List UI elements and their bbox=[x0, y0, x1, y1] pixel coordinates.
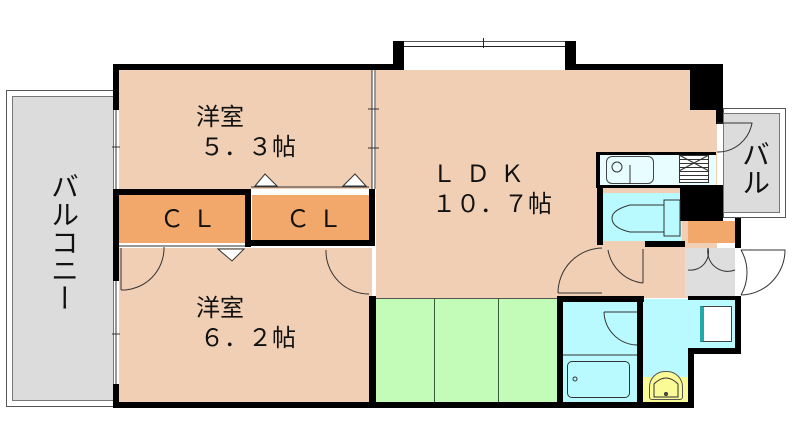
wall-toilet-bottom bbox=[645, 241, 685, 247]
balcony-small-floor bbox=[723, 113, 780, 213]
bay-window-sill-line bbox=[403, 46, 565, 47]
western-room-2-name: 洋室 bbox=[196, 294, 244, 322]
wall-toilet-left bbox=[597, 185, 603, 245]
wall-top-left bbox=[113, 64, 403, 70]
ldk-lower bbox=[376, 246, 602, 298]
wall-wash-top bbox=[688, 296, 741, 300]
washing-machine-icon bbox=[700, 306, 732, 342]
kitchen-stove-icon bbox=[679, 155, 709, 183]
closet-marker-3 bbox=[216, 248, 246, 262]
western-room-1-size: ５．３帖 bbox=[200, 133, 296, 161]
wall-left-middle bbox=[113, 189, 119, 281]
ldk-name: ＬＤＫ bbox=[432, 160, 534, 188]
wall-closet-divider bbox=[245, 189, 251, 247]
bay-window bbox=[393, 41, 575, 65]
wall-bath-top bbox=[557, 296, 644, 302]
wall-top-right bbox=[565, 64, 723, 70]
closet-2-label: ＣＬ bbox=[286, 205, 350, 233]
wall-shoe-right bbox=[735, 218, 741, 248]
toilet-room bbox=[602, 193, 682, 241]
wall-bottom bbox=[113, 402, 689, 408]
closet-marker-1 bbox=[253, 173, 279, 187]
balcony-small-label: バル bbox=[738, 140, 771, 196]
wall-bay-left-pillar bbox=[393, 41, 404, 70]
ldk-size: １０．７帖 bbox=[432, 190, 552, 218]
wall-wash-step bbox=[688, 348, 741, 354]
western-room-2-size: ６．２帖 bbox=[200, 324, 296, 352]
closet-1 bbox=[119, 195, 245, 243]
wall-closet-top bbox=[113, 189, 247, 195]
tatami-divider-1 bbox=[434, 298, 435, 402]
wall-room-divider bbox=[369, 189, 375, 246]
tatami-divider-2 bbox=[498, 298, 499, 402]
wall-bath-wash-divider bbox=[637, 296, 643, 408]
closet-1-label: ＣＬ bbox=[160, 205, 224, 233]
bathtub-icon bbox=[567, 361, 630, 398]
wall-kitchen-right bbox=[680, 185, 723, 221]
closet-2 bbox=[252, 195, 369, 240]
balcony-main-floor bbox=[12, 96, 114, 401]
wall-left-upper bbox=[113, 64, 119, 110]
western-room-1-name: 洋室 bbox=[196, 103, 244, 131]
wall-wash-right bbox=[735, 296, 741, 354]
wall-right-upper bbox=[716, 64, 723, 124]
closet-marker-2 bbox=[341, 173, 368, 187]
bay-window-mark bbox=[483, 38, 484, 48]
western-room-2 bbox=[119, 248, 372, 402]
tatami-area bbox=[376, 298, 557, 402]
wall-bath-left bbox=[557, 296, 563, 408]
wall-bay-right-pillar bbox=[565, 41, 576, 70]
balcony-main-label: バルコニー bbox=[47, 172, 80, 312]
shoe-closet bbox=[688, 221, 735, 243]
wall-room-divider-lower bbox=[369, 296, 376, 408]
wall-wash-lower-right bbox=[688, 348, 694, 408]
western-room-1 bbox=[119, 70, 372, 189]
bathroom bbox=[563, 299, 638, 402]
wall-closet2-bottom bbox=[245, 240, 375, 246]
wall-left-lower bbox=[113, 384, 119, 408]
